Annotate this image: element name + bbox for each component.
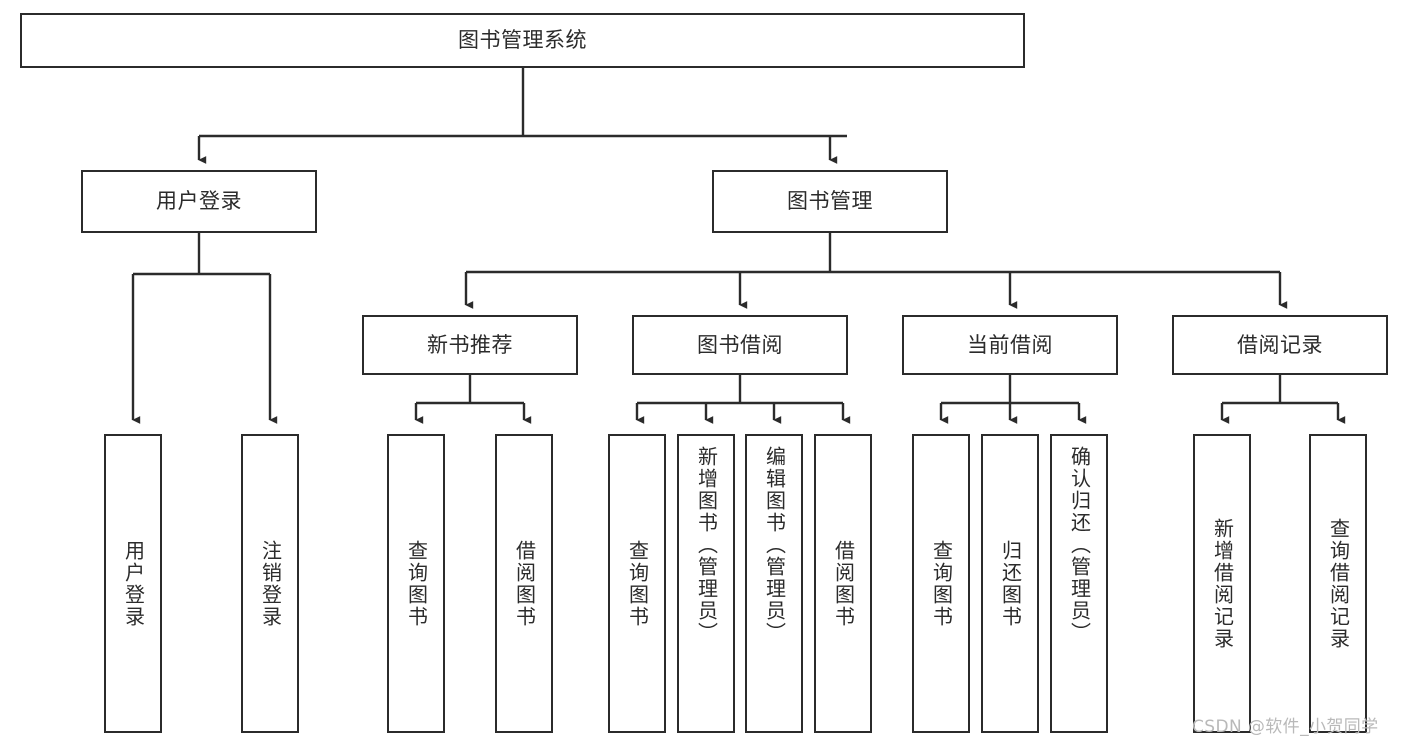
leaf-add-borrow-record[interactable]: 新增借阅记录 bbox=[1193, 434, 1251, 733]
node-label: 用户登录 bbox=[156, 189, 242, 214]
leaf-return-book[interactable]: 归还图书 bbox=[981, 434, 1039, 733]
node-label: 图书管理系统 bbox=[458, 28, 587, 53]
node-label: 查询借阅记录 bbox=[1326, 517, 1351, 650]
leaf-add-book-admin[interactable]: 新增图书（管理员） bbox=[677, 434, 735, 733]
node-label: 用户登录 bbox=[121, 539, 146, 628]
node-label: 注销登录 bbox=[258, 539, 283, 628]
node-label: 新增借阅记录 bbox=[1210, 517, 1235, 650]
node-label: 新增图书（管理员） bbox=[694, 446, 719, 644]
node-label: 确认归还（管理员） bbox=[1067, 446, 1092, 644]
node-label: 编辑图书（管理员） bbox=[762, 446, 787, 644]
node-label: 借阅图书 bbox=[831, 539, 856, 628]
node-label: 归还图书 bbox=[998, 539, 1023, 628]
leaf-edit-book-admin[interactable]: 编辑图书（管理员） bbox=[745, 434, 803, 733]
node-label: 借阅记录 bbox=[1237, 332, 1323, 357]
node-root-system[interactable]: 图书管理系统 bbox=[20, 13, 1025, 68]
node-label: 当前借阅 bbox=[967, 332, 1053, 357]
node-book-manage[interactable]: 图书管理 bbox=[712, 170, 948, 233]
node-label: 查询图书 bbox=[404, 539, 429, 628]
node-label: 借阅图书 bbox=[512, 539, 537, 628]
leaf-borrow-book-recommend[interactable]: 借阅图书 bbox=[495, 434, 553, 733]
leaf-confirm-return-admin[interactable]: 确认归还（管理员） bbox=[1050, 434, 1108, 733]
node-user-login[interactable]: 用户登录 bbox=[81, 170, 317, 233]
node-label: 图书管理 bbox=[787, 189, 873, 214]
node-book-borrow[interactable]: 图书借阅 bbox=[632, 315, 848, 375]
node-new-book-recommend[interactable]: 新书推荐 bbox=[362, 315, 578, 375]
node-label: 图书借阅 bbox=[697, 332, 783, 357]
leaf-query-book-borrow[interactable]: 查询图书 bbox=[608, 434, 666, 733]
node-borrow-record[interactable]: 借阅记录 bbox=[1172, 315, 1388, 375]
node-label: 查询图书 bbox=[929, 539, 954, 628]
node-label: 查询图书 bbox=[625, 539, 650, 628]
leaf-user-login[interactable]: 用户登录 bbox=[104, 434, 162, 733]
node-current-borrow[interactable]: 当前借阅 bbox=[902, 315, 1118, 375]
node-label: 新书推荐 bbox=[427, 332, 513, 357]
leaf-query-book-recommend[interactable]: 查询图书 bbox=[387, 434, 445, 733]
leaf-query-book-current[interactable]: 查询图书 bbox=[912, 434, 970, 733]
leaf-borrow-book[interactable]: 借阅图书 bbox=[814, 434, 872, 733]
leaf-query-borrow-record[interactable]: 查询借阅记录 bbox=[1309, 434, 1367, 733]
watermark-text: CSDN @软件_小贺同学 bbox=[1192, 717, 1379, 737]
leaf-logout[interactable]: 注销登录 bbox=[241, 434, 299, 733]
